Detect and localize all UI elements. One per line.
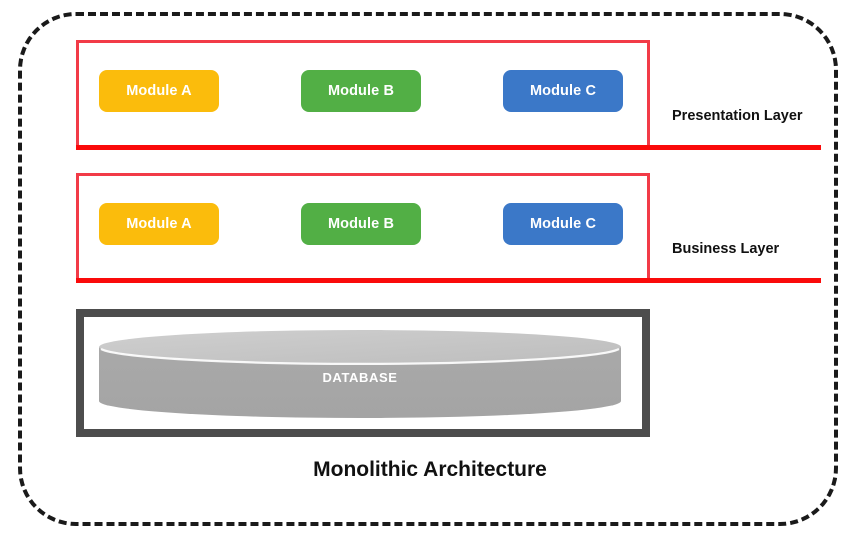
presentation-layer-caption: Presentation Layer [672,108,803,124]
module-chip-business-c[interactable]: Module C [503,203,623,245]
module-chip-presentation-c[interactable]: Module C [503,70,623,112]
module-chip-presentation-a[interactable]: Module A [99,70,219,112]
business-layer-modules: Module A Module B Module C [99,203,623,245]
diagram-title: Monolithic Architecture [313,458,547,481]
business-layer-caption: Business Layer [672,241,780,257]
module-chip-presentation-b[interactable]: Module B [301,70,421,112]
presentation-layer-modules: Module A Module B Module C [99,70,623,112]
monolith-boundary [18,12,838,526]
presentation-layer-baseline [76,145,821,150]
module-chip-business-b[interactable]: Module B [301,203,421,245]
module-chip-business-a[interactable]: Module A [99,203,219,245]
business-layer-baseline [76,278,821,283]
database-cylinder-icon [99,330,621,418]
